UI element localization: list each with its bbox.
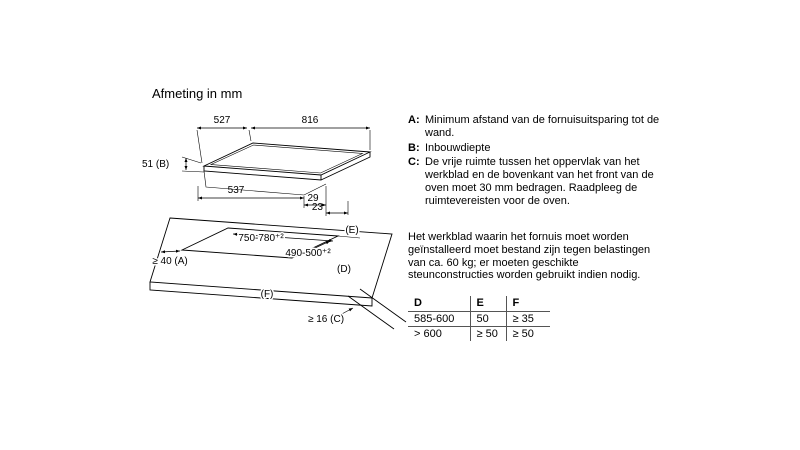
- legend-item-b: B: Inbouwdiepte: [408, 142, 662, 155]
- col-header-d: D: [408, 296, 471, 312]
- cell-d1: 585-600: [408, 310, 471, 327]
- cutout-width-arrow: [232, 232, 334, 243]
- col-header-f: F: [505, 296, 550, 312]
- dim-extension-lines-top: [196, 129, 371, 164]
- cutout-depth-label: 490-500⁺²: [285, 248, 331, 259]
- installation-diagram: 527 816 51 (B) 537 29 23 750-780⁺² 490-5…: [142, 115, 407, 330]
- legend-text-c: De vrije ruimte tussen het oppervlak van…: [425, 156, 654, 207]
- dim-29-label: 29: [307, 193, 319, 204]
- hob-lower-box: [203, 170, 327, 196]
- hob-inner-outline: [209, 144, 364, 174]
- table-row: > 600 ≥ 50 ≥ 50: [408, 325, 550, 341]
- legend-text-b: Inbouwdiepte: [425, 141, 491, 154]
- legend-item-a: A: Minimum afstand van de fornuisuitspar…: [408, 114, 662, 140]
- legend-key-b: B:: [408, 141, 420, 154]
- legend-key-a: A:: [408, 114, 420, 126]
- legend-item-c: C: De vrije ruimte tussen het oppervlak …: [408, 156, 662, 207]
- label-a: ≥ 40 (A): [152, 256, 188, 267]
- label-f: (F): [261, 289, 274, 300]
- cutout-width-label: 750-780⁺²: [238, 233, 284, 244]
- cell-f1: ≥ 35: [505, 310, 550, 327]
- dim-51-label: 51 (B): [142, 159, 169, 170]
- dim-527-label: 527: [214, 115, 231, 126]
- col-header-e: E: [469, 296, 507, 312]
- legend: A: Minimum afstand van de fornuisuitspar…: [408, 114, 662, 209]
- legend-key-c: C:: [408, 156, 420, 169]
- dim-ticks-51: [181, 156, 205, 173]
- worktop-front-face: [149, 282, 373, 307]
- cutout-edge-extension: [337, 235, 361, 239]
- cell-e2: ≥ 50: [469, 325, 507, 341]
- cell-d2: > 600: [408, 325, 471, 341]
- hob-side-faces: [203, 152, 371, 181]
- dim-816-label: 816: [302, 115, 319, 126]
- cell-e1: 50: [469, 310, 507, 327]
- dim-537-label: 537: [228, 185, 245, 196]
- clearance-a-arrow: [160, 249, 181, 254]
- page-title: Afmeting in mm: [152, 86, 243, 101]
- label-d: (D): [337, 264, 351, 275]
- dim-23-label: 23: [312, 202, 324, 213]
- oven-front-lines: [347, 288, 407, 330]
- worktop-load-note: Het werkblad waarin het fornuis moet wor…: [408, 231, 651, 282]
- table-header-row: D E F: [408, 296, 550, 312]
- dim-extension-lines-bottom: [197, 186, 349, 216]
- label-c: ≥ 16 (C): [308, 314, 344, 325]
- clearance-c-leader: [337, 307, 354, 317]
- label-e: (E): [345, 225, 358, 236]
- cell-f2: ≥ 50: [505, 325, 550, 341]
- table-row: 585-600 50 ≥ 35: [408, 310, 550, 327]
- legend-text-a: Minimum afstand van de fornuisuitsparing…: [425, 114, 660, 139]
- cutout-depth-arrow: [297, 240, 331, 257]
- dimension-table: D E F 585-600 50 ≥ 35 > 600 ≥ 50 ≥ 50: [408, 296, 550, 341]
